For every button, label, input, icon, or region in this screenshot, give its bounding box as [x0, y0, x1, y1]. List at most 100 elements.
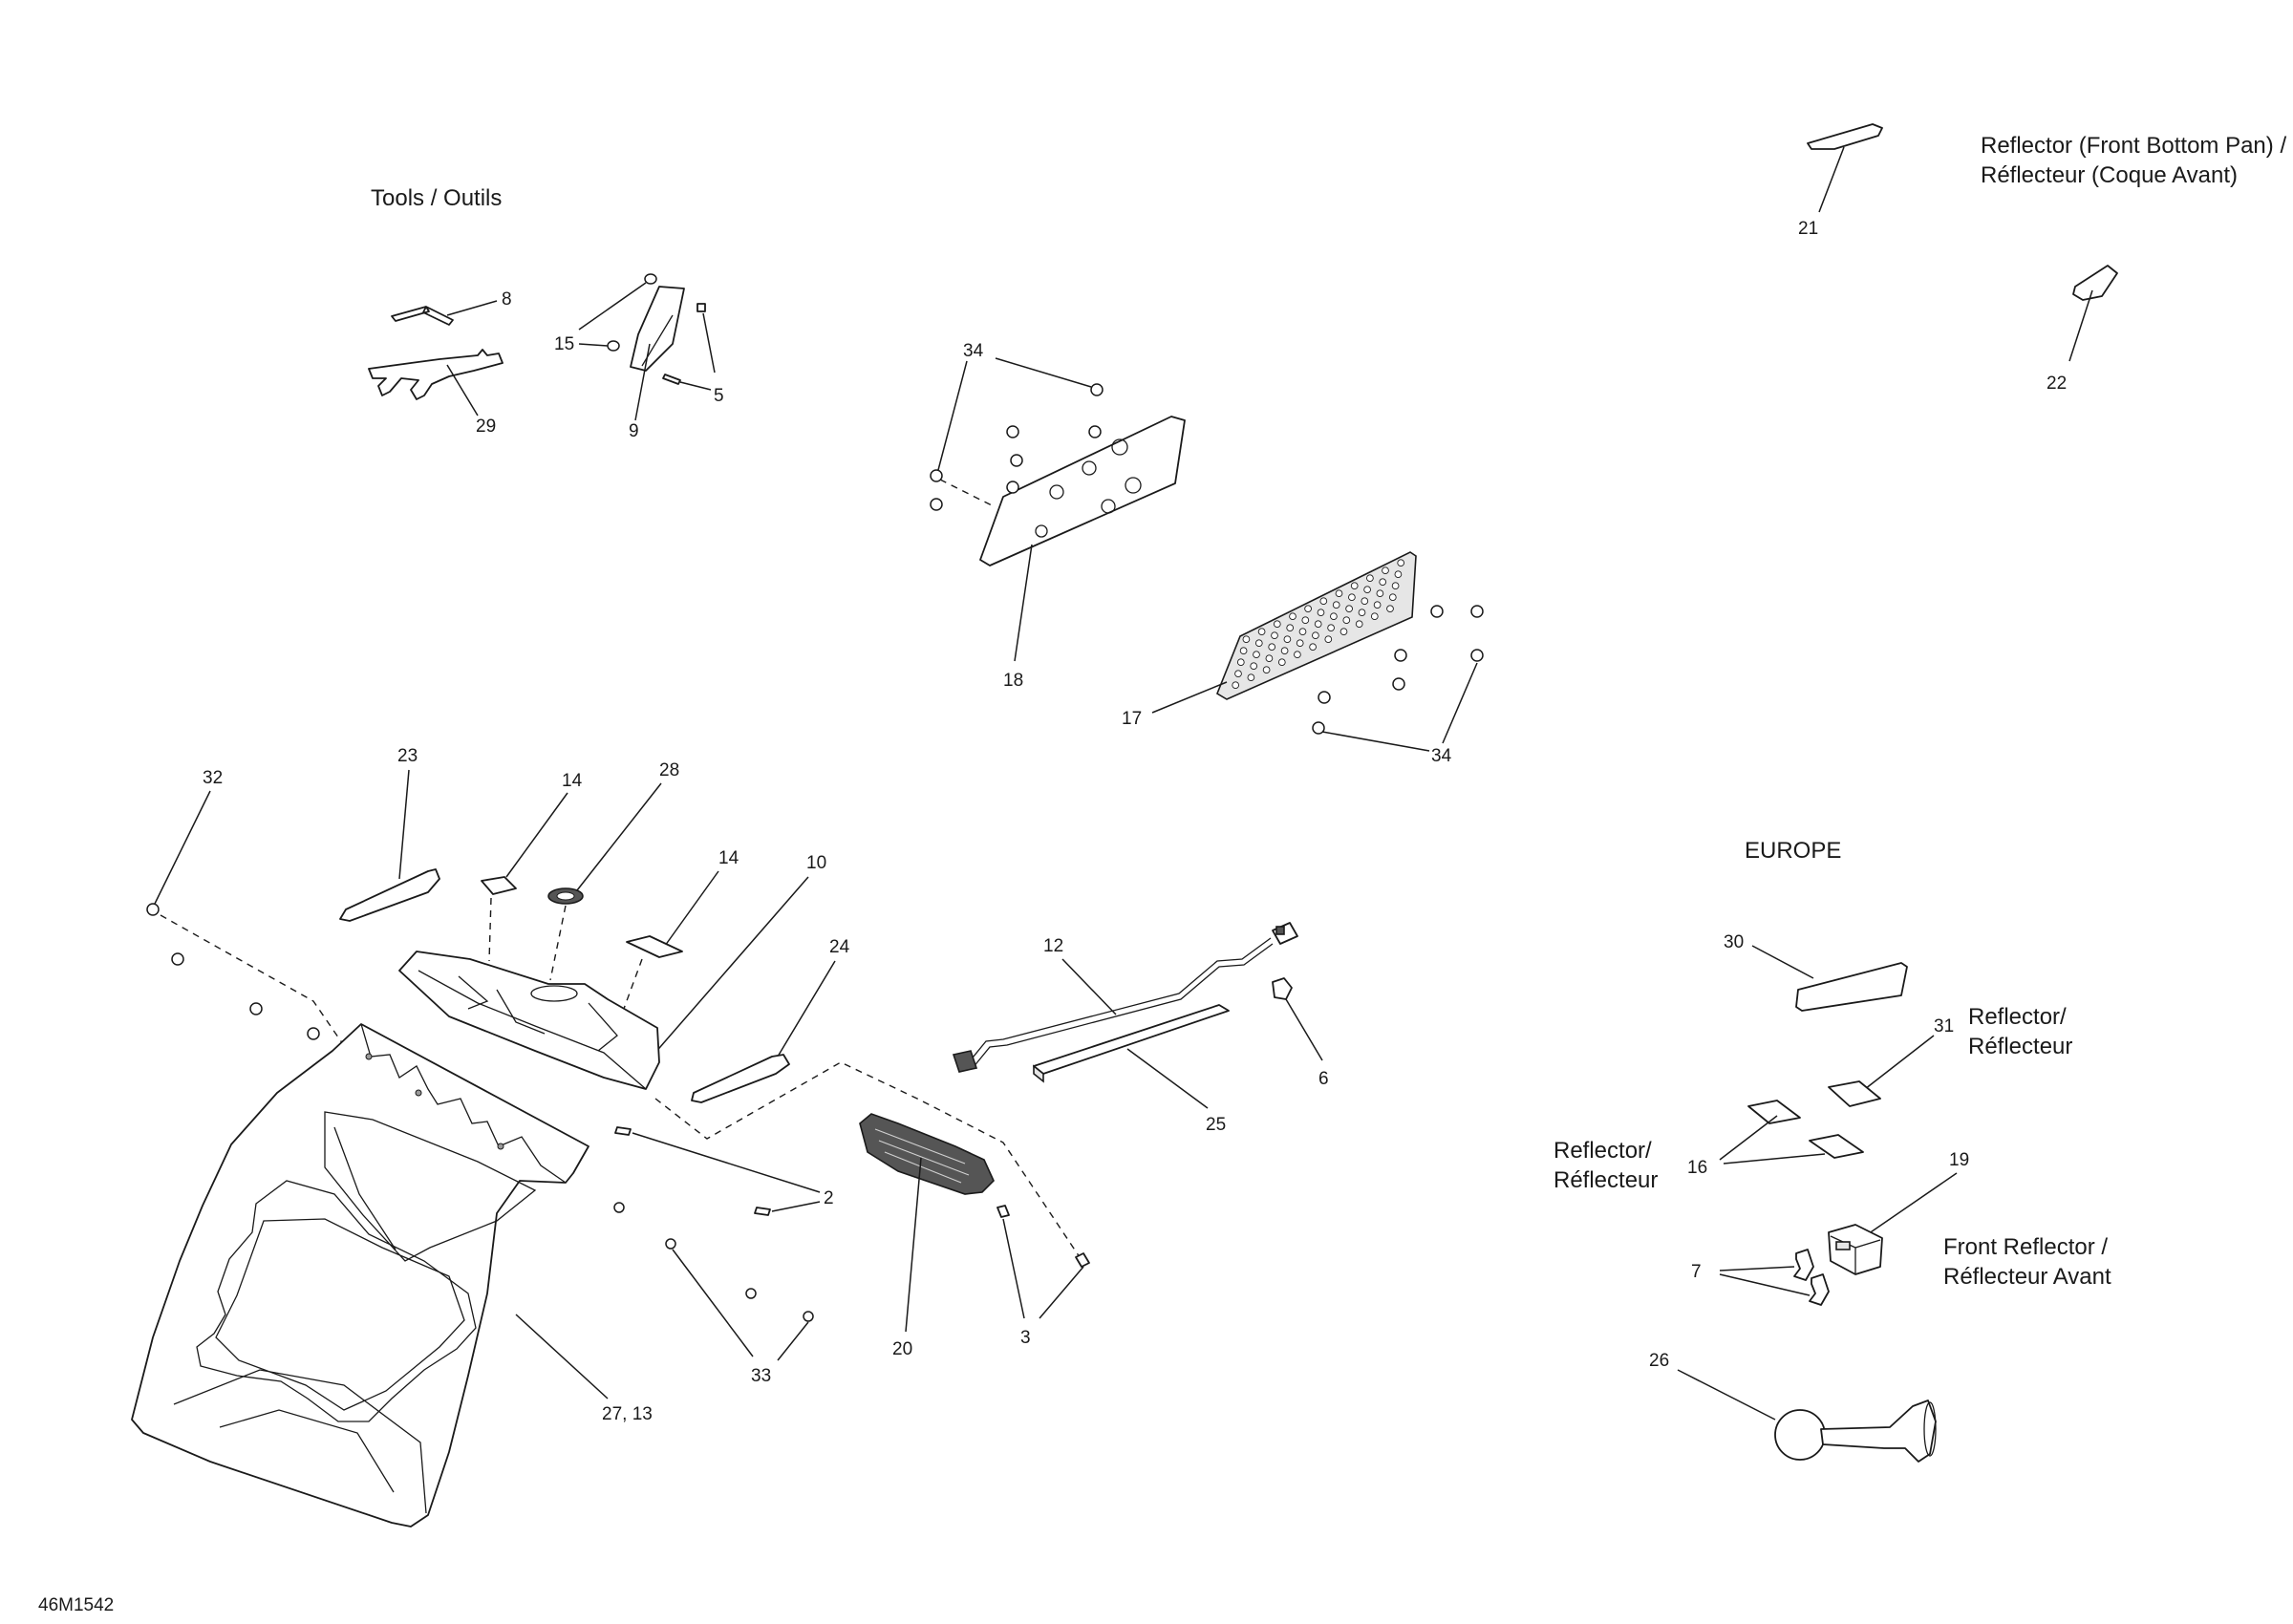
plate-dimple: [1335, 589, 1343, 598]
callout-12: 12: [1043, 936, 1063, 956]
front-reflector-subtitle: Réflecteur Avant: [1943, 1264, 2111, 1290]
plate-dimple: [1339, 628, 1348, 636]
callout-5: 5: [714, 386, 724, 406]
plate-dimple: [1265, 654, 1274, 663]
nut-part-34-j: [1470, 649, 1484, 662]
reflector-part-16-a: [1747, 1100, 1801, 1124]
plate-dimple: [1324, 635, 1333, 644]
plate-dimple: [1268, 643, 1276, 652]
nut-part-34-n: [1312, 721, 1325, 735]
callout-29: 29: [476, 417, 496, 437]
front-bottom-pan-reflectors: 21 22 Reflector (Front Bottom Pan) / Réf…: [1798, 123, 2286, 394]
trim-panel-part-10: [398, 951, 660, 1090]
screw-part-2-b: [754, 1207, 771, 1216]
fastener-part-33-c: [745, 1288, 757, 1299]
screw-part-3-a: [996, 1205, 1010, 1218]
plate-dimple: [1363, 586, 1371, 594]
plate-dimple: [1370, 612, 1379, 621]
plate-dimple: [1239, 647, 1248, 655]
callout-17: 17: [1122, 709, 1142, 729]
tools-group: Tools / Outils 8 29 9 15 5: [368, 185, 724, 441]
callout-6: 6: [1318, 1069, 1329, 1089]
callout-23: 23: [397, 746, 418, 766]
plate-dimple: [1386, 605, 1394, 613]
plate-dimple: [1283, 635, 1292, 644]
mud-flap-part-27-13: [131, 1023, 589, 1528]
callout-34-lower: 34: [1431, 746, 1452, 766]
fastener-part-33-a: [613, 1202, 625, 1213]
clip-part-7-b: [1809, 1273, 1830, 1306]
plate-dimple: [1319, 597, 1328, 606]
nut-part-34-h: [1430, 605, 1444, 618]
plate-dimple: [1345, 605, 1353, 613]
callout-8: 8: [502, 289, 512, 310]
tail-light-part-20: [859, 1113, 995, 1195]
reflector-part-30: [1795, 962, 1908, 1012]
callout-28: 28: [659, 760, 679, 780]
fastener-part-32-b: [171, 952, 184, 966]
fastener-part-33-d: [803, 1311, 814, 1322]
light-strip-part-25: [1033, 1004, 1230, 1075]
plate-dimple: [1327, 624, 1335, 632]
spring-tool-part-29: [368, 349, 504, 400]
plate-dimple: [1361, 597, 1369, 606]
nut-part-34-c: [1088, 425, 1102, 438]
plate-dimple: [1397, 559, 1405, 567]
hex-key-part-8: [391, 306, 454, 326]
horn-bulb-part-26: [1774, 1409, 1826, 1461]
diagram-code: 46M1542: [38, 1595, 114, 1615]
plate-dimple: [1257, 628, 1266, 636]
clip-part-14-left: [481, 876, 517, 895]
plate-dimple: [1388, 593, 1397, 602]
screw-part-2-a: [614, 1126, 632, 1136]
nut-part-34-i: [1394, 649, 1407, 662]
screw-part-3-b: [1075, 1252, 1090, 1268]
plate-dimple: [1273, 620, 1281, 629]
plate-dimple: [1250, 662, 1258, 671]
europe-group: EUROPE 30 31 Reflector/ Réflecteur 16 Re…: [1554, 838, 2111, 1463]
callout-24: 24: [829, 937, 850, 957]
wiring-harness-part-12: [968, 937, 1272, 1063]
callout-2: 2: [824, 1188, 834, 1208]
plate-dimple: [1309, 643, 1317, 652]
plate-dimple: [1317, 609, 1325, 617]
plate-dimple: [1277, 658, 1286, 667]
plate-dimple: [1382, 566, 1389, 575]
screw-part-5a: [696, 303, 706, 312]
plate-dimple: [1355, 620, 1363, 629]
plate-dimple: [1296, 639, 1304, 648]
plate-dimple: [1366, 574, 1374, 583]
callout-22: 22: [2047, 374, 2067, 394]
nut-part-34-g: [930, 498, 943, 511]
washer-part-15b: [607, 340, 620, 352]
plate-part-18: [979, 416, 1186, 566]
plate-dimple: [1271, 631, 1278, 640]
plate-dimple: [1301, 616, 1310, 625]
nut-part-34-f: [930, 469, 943, 482]
fastener-part-32-d: [307, 1027, 320, 1040]
front-reflector-title: Front Reflector /: [1943, 1234, 2108, 1260]
callout-15: 15: [554, 334, 574, 354]
plate-dimple: [1350, 582, 1359, 590]
plate-17-dimples: [1232, 559, 1405, 690]
callout-20: 20: [892, 1339, 912, 1359]
reflector-16-title: Reflector/: [1554, 1138, 1652, 1164]
mud-flap-assembly: 32 23 14 28 14 10: [131, 746, 1081, 1528]
nut-part-34-k: [1392, 677, 1405, 691]
plate-dimple: [1358, 609, 1366, 617]
plate-dimple: [1289, 612, 1297, 621]
clip-part-14-right: [626, 935, 683, 958]
plate-dimple: [1294, 651, 1301, 659]
plate-dimple: [1234, 670, 1242, 678]
callout-10: 10: [806, 853, 826, 873]
callout-33: 33: [751, 1366, 771, 1386]
callout-7: 7: [1691, 1262, 1702, 1282]
reflector-front-bottom-pan-title: Reflector (Front Bottom Pan) /: [1981, 133, 2286, 159]
plate-dimple: [1304, 605, 1312, 613]
plate-dimple: [1298, 628, 1307, 636]
nut-part-34-l: [1470, 605, 1484, 618]
plate-dimple: [1332, 601, 1340, 609]
nut-part-34-a: [1090, 383, 1104, 396]
plate-dimple: [1247, 673, 1255, 682]
